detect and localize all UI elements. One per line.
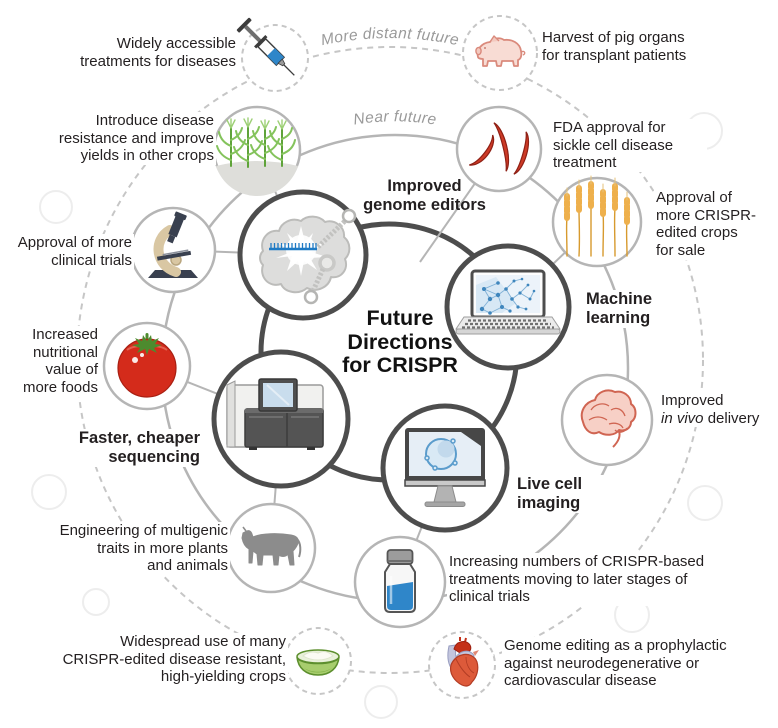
- sickle-cells-icon: [469, 122, 530, 175]
- label-prophylactic: Genome editing as a prophylactic against…: [502, 637, 768, 691]
- item-tomato: [102, 321, 192, 411]
- label-later-stage-trials: Increasing numbers of CRISPR-based treat…: [447, 553, 719, 607]
- tomato-icon: [117, 333, 177, 398]
- faint-decorative-circles: [31, 112, 723, 719]
- bowl-icon: [296, 649, 340, 676]
- item-syringe: [236, 17, 309, 92]
- label-sequencing: Faster, cheaper sequencing: [40, 429, 202, 467]
- node-machine-learning: [444, 243, 572, 371]
- label-in-vivo-italic: in vivo: [661, 409, 704, 427]
- item-pig: [462, 15, 538, 91]
- item-cow: [225, 502, 317, 594]
- label-multigenic: Engineering of multigenic traits in more…: [30, 522, 230, 576]
- item-heart: [428, 631, 496, 699]
- diagram-title: Future Directions for CRISPR: [342, 306, 458, 377]
- label-crop-yields: Introduce disease resistance and improve…: [30, 112, 216, 166]
- item-microscope: [129, 206, 217, 294]
- label-sickle-cell: FDA approval for sickle cell disease tre…: [551, 119, 707, 173]
- corn-icon: [216, 117, 298, 197]
- label-in-vivo-line1: Improved: [661, 392, 724, 409]
- node-sequencing: [211, 349, 351, 489]
- pig-icon: [475, 35, 526, 67]
- distant-future-ring-label: More distant future: [319, 25, 460, 49]
- label-genome-editors: Improved genome editors: [363, 177, 486, 214]
- label-accessible-treatments: Widely accessible treatments for disease…: [48, 35, 238, 71]
- label-nutrition: Increased nutritional value of more food…: [6, 326, 100, 397]
- label-machine-learning: Machine learning: [584, 290, 674, 328]
- cas9-protein-icon: [259, 208, 357, 305]
- label-in-vivo-rest: delivery: [703, 409, 760, 427]
- item-vial: [353, 535, 447, 629]
- item-corn: [212, 105, 302, 197]
- wheat-icon: [564, 175, 630, 257]
- vial-icon: [384, 549, 416, 613]
- microscope-icon: [148, 211, 198, 278]
- brain-icon: [580, 389, 637, 448]
- node-live-cell-imaging: [380, 403, 510, 533]
- node-genome-editors: [237, 189, 369, 321]
- label-live-cell-imaging: Live cell imaging: [515, 475, 609, 513]
- cow-icon: [241, 526, 302, 566]
- label-clinical-trials: Approval of more clinical trials: [2, 234, 134, 270]
- item-bowl: [284, 627, 352, 695]
- monitor-cell-icon: [404, 428, 486, 507]
- label-crops-for-sale: Approval of more CRISPR- edited crops fo…: [654, 189, 776, 260]
- near-future-ring-label: Near future: [352, 108, 437, 128]
- label-widespread-crops: Widespread use of many CRISPR-edited dis…: [30, 633, 288, 687]
- laptop-network-icon: [455, 269, 561, 335]
- item-brain: [560, 373, 654, 467]
- item-wheat: [551, 175, 643, 268]
- label-pig-organs: Harvest of pig organs for transplant pat…: [540, 29, 720, 65]
- item-sickle-cells: [455, 105, 543, 193]
- heart-icon: [447, 637, 479, 687]
- syringe-icon: [236, 17, 295, 76]
- dna-sequencer-icon: [226, 378, 324, 450]
